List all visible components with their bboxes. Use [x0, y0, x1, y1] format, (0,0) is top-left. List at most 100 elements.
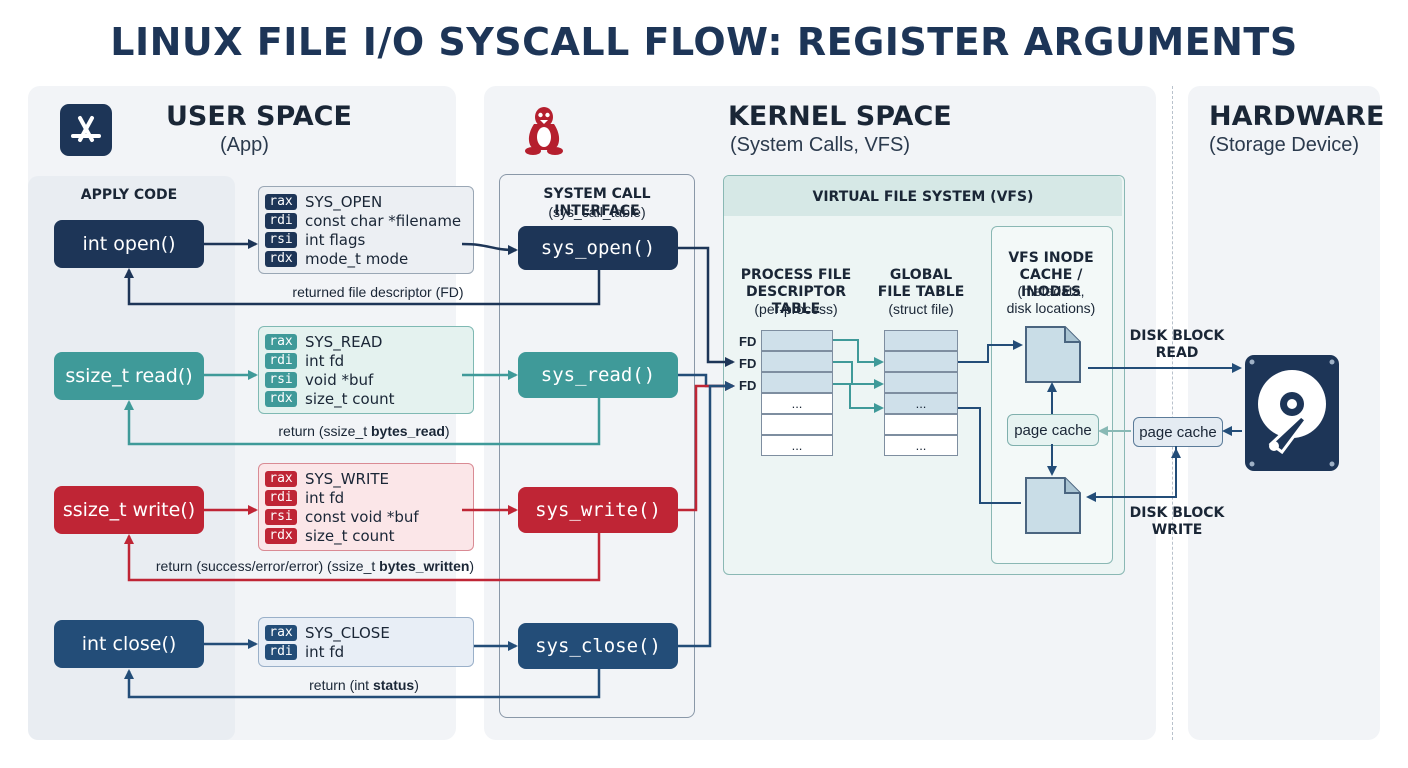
file-table-title-line1: GLOBAL — [889, 267, 953, 283]
return-text: return (int — [309, 677, 373, 693]
disk-block-read-label: DISK BLOCK READ — [1127, 328, 1227, 362]
register-row: rdx mode_t mode — [265, 249, 467, 268]
disk-read-line1: DISK BLOCK — [1129, 328, 1225, 344]
inode-subtitle: (metadata, disk locations) — [991, 283, 1111, 317]
write-return-arrow — [124, 533, 601, 582]
fd-label: FD — [739, 334, 757, 349]
register-tag: rdi — [265, 489, 297, 506]
register-tag: rsi — [265, 231, 297, 248]
disk-write-arrow — [1086, 446, 1177, 502]
return-text: return (success/error/error) (ssize_t — [155, 558, 380, 574]
page-title: LINUX FILE I/O SYSCALL FLOW: REGISTER AR… — [110, 20, 1298, 64]
file-table-row — [884, 372, 958, 393]
user-space-title: USER SPACE — [166, 101, 352, 132]
file-table-row: ... — [884, 393, 958, 414]
hardware-title: HARDWARE — [1209, 101, 1385, 132]
app-code-label: APPLY CODE — [80, 187, 178, 203]
register-row: rsi void *buf — [265, 370, 467, 389]
register-row: rdi int fd — [265, 642, 467, 661]
write-return-label: return (success/error/error) (ssize_t by… — [140, 558, 490, 574]
register-value: SYS_READ — [305, 332, 383, 351]
register-tag: rax — [265, 193, 297, 210]
disk-read-line2: READ — [1155, 345, 1199, 361]
return-value: bytes_written — [379, 558, 470, 574]
file-to-inode-arrow — [958, 340, 1023, 363]
file-table-title: GLOBAL FILE TABLE — [876, 267, 966, 301]
fd-table-row — [761, 330, 833, 351]
fd-table-title: PROCESS FILE DESCRIPTOR TABLE — [736, 267, 856, 318]
file-table-title-line2: FILE TABLE — [877, 284, 965, 300]
register-tag: rdx — [265, 390, 297, 407]
sys-read-box: sys_read() — [518, 352, 678, 398]
close-return-label: return (int status) — [214, 677, 514, 693]
inode-file-icon — [1023, 476, 1083, 536]
register-value: int fd — [305, 488, 345, 507]
file-to-inode-arrow — [958, 407, 1021, 504]
register-tag: rax — [265, 624, 297, 641]
close-function-box: int close() — [54, 620, 204, 668]
file-table-row: ... — [884, 435, 958, 456]
open-return-label: returned file descriptor (FD) — [228, 284, 528, 300]
fd-table-row — [761, 414, 833, 435]
read-function-box: ssize_t read() — [54, 352, 204, 400]
hardware-subtitle: (Storage Device) — [1209, 134, 1360, 156]
vfs-title-bar — [724, 176, 1122, 216]
write-function-box: ssize_t write() — [54, 486, 204, 534]
disk-block-write-label: DISK BLOCK WRITE — [1127, 505, 1227, 539]
inode-title: VFS INODE CACHE / INODES — [991, 250, 1111, 301]
sys-open-to-fd-arrow — [678, 246, 735, 367]
register-value: mode_t mode — [305, 249, 409, 268]
return-text: return (ssize_t — [278, 423, 371, 439]
kernel-hardware-divider — [1172, 86, 1173, 740]
register-tag: rdi — [265, 643, 297, 660]
sys-read-to-fd-arrow — [678, 373, 735, 391]
fd-table-title-line2: DESCRIPTOR TABLE — [745, 284, 847, 317]
register-value: size_t count — [305, 526, 395, 545]
open-return-arrow — [124, 268, 601, 306]
vfs-title: VIRTUAL FILE SYSTEM (VFS) — [812, 189, 1034, 205]
register-tag: rsi — [265, 371, 297, 388]
fd-table-row: ... — [761, 435, 833, 456]
file-table-row — [884, 351, 958, 372]
register-tag: rdx — [265, 250, 297, 267]
sys-close-box: sys_close() — [518, 623, 678, 669]
fd-table: ... ... — [761, 330, 833, 456]
file-table-row — [884, 330, 958, 351]
sys-write-box: sys_write() — [518, 487, 678, 533]
register-tag: rax — [265, 470, 297, 487]
register-value: int fd — [305, 642, 345, 661]
syscall-interface-title: SYSTEM CALL INTERFACE — [543, 186, 651, 219]
kernel-space-subtitle: (System Calls, VFS) — [730, 134, 911, 156]
return-suffix: ) — [444, 423, 450, 439]
disk-write-line2: WRITE — [1151, 522, 1203, 538]
register-value: void *buf — [305, 370, 374, 389]
register-value: const void *buf — [305, 507, 419, 526]
return-value: bytes_read — [370, 423, 445, 439]
register-tag: rdi — [265, 352, 297, 369]
hw-page-cache: page cache — [1133, 417, 1223, 447]
fd-label: FD — [739, 378, 757, 393]
syscall-interface-subtitle: (sys_call_table) — [548, 204, 646, 220]
register-row: rdi int fd — [265, 351, 467, 370]
close-return-arrow — [124, 669, 601, 699]
inode-subtitle-line1: (metadata, — [1017, 283, 1085, 299]
register-value: int fd — [305, 351, 345, 370]
sys-open-box: sys_open() — [518, 226, 678, 270]
file-table-row — [884, 414, 958, 435]
register-value: size_t count — [305, 389, 395, 408]
disk-write-line1: DISK BLOCK — [1129, 505, 1225, 521]
return-value: status — [372, 677, 415, 693]
sys-write-to-fd-arrow — [678, 381, 735, 512]
register-row: rdi int fd — [265, 488, 467, 507]
kernel-space-title: KERNEL SPACE — [728, 101, 952, 132]
